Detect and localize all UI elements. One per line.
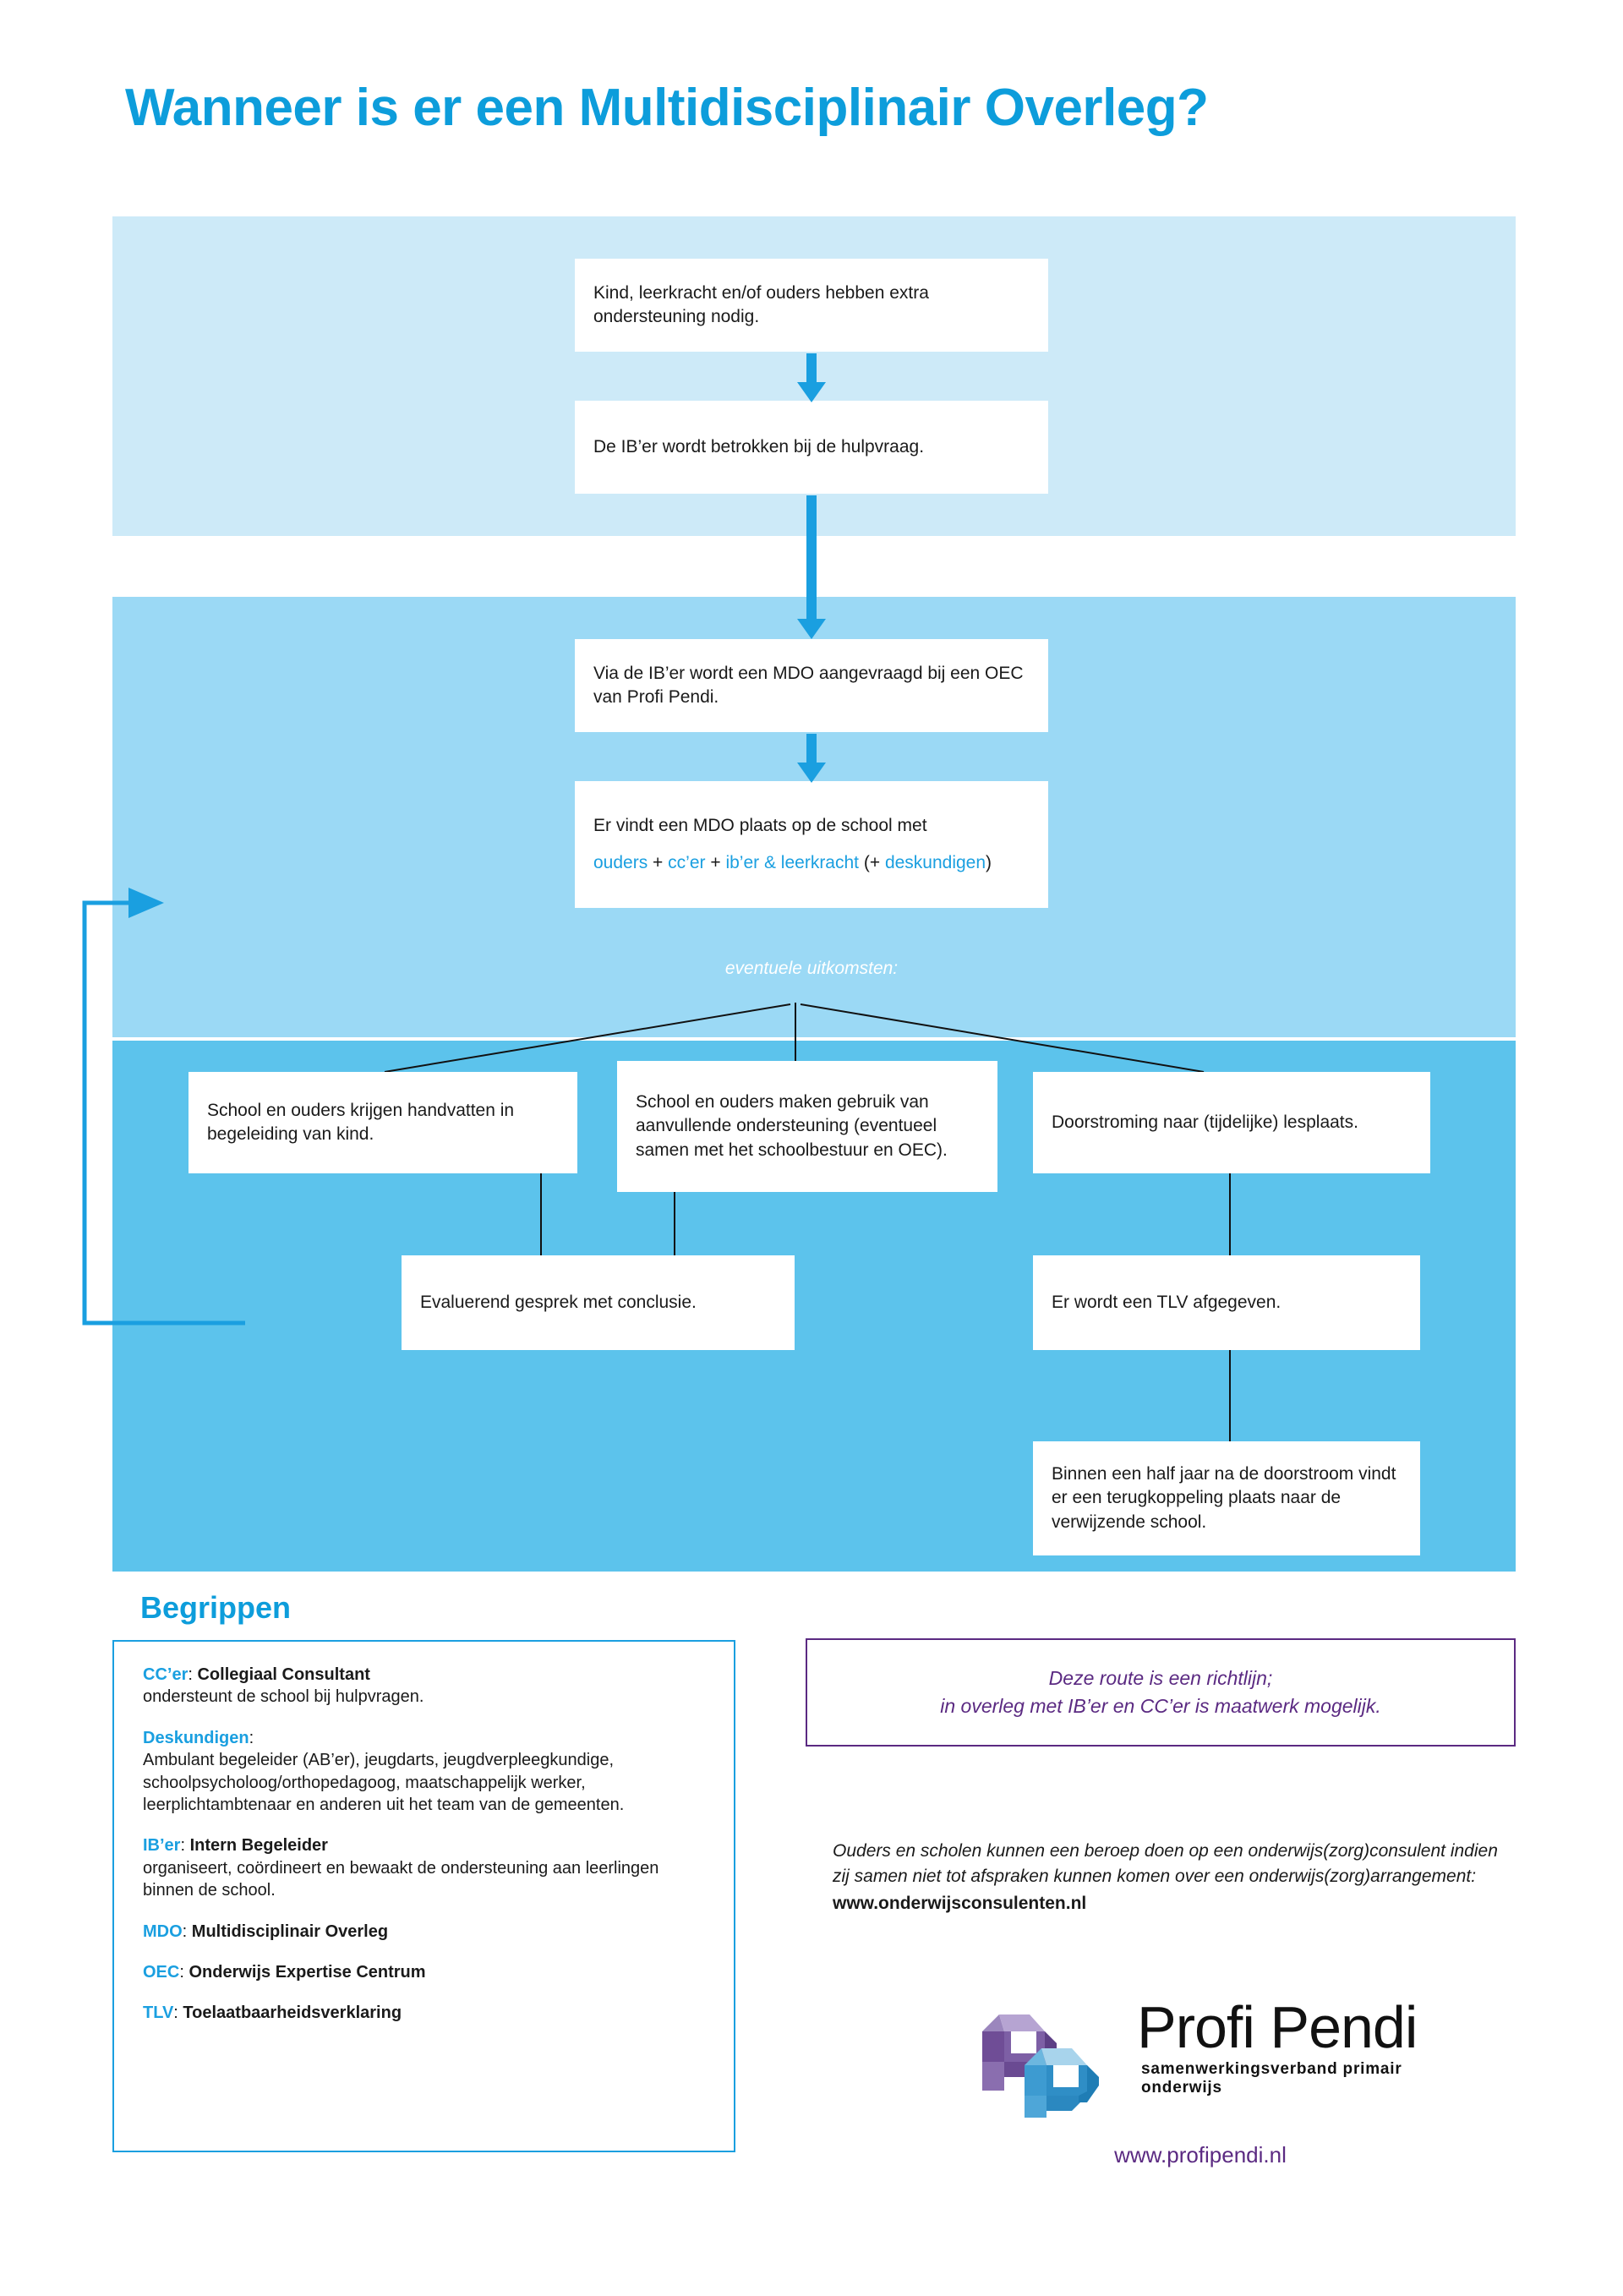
- glossary-term: Deskundigen: Ambulant begeleider (AB’er),…: [143, 1727, 708, 1817]
- glossary-term-abbr: OEC: [143, 1962, 180, 1982]
- glossary-term-definition: Collegiaal Consultant: [192, 1665, 370, 1684]
- profipendi-website-link[interactable]: www.profipendi.nl: [1114, 2142, 1287, 2168]
- glossary-term-description: ondersteunt de school bij hulpvragen.: [143, 1687, 424, 1707]
- arrow-down-icon-3: [797, 734, 826, 783]
- flow-step2-text: De IB’er wordt betrokken bij de hulpvraa…: [593, 436, 925, 456]
- glossary-box: CC’er: Collegiaal Consultant ondersteunt …: [112, 1640, 735, 2152]
- logo-wordmark: Profi Pendi: [1137, 1994, 1418, 2060]
- mdo-participant-seg-6: deskundigen: [884, 853, 986, 872]
- glossary-term-colon: :: [182, 1922, 188, 1941]
- flow-step1-text: Kind, leerkracht en/of ouders hebben ext…: [593, 282, 929, 326]
- mdo-participants: ouders + cc’er + ib’er & leerkracht (+ d…: [593, 851, 1030, 875]
- glossary-list: CC’er: Collegiaal Consultant ondersteunt …: [143, 1664, 708, 2025]
- outcome-box-1: School en ouders krijgen handvatten in b…: [189, 1072, 577, 1173]
- glossary-term-colon: :: [179, 1962, 184, 1982]
- mdo-participant-seg-0: ouders: [593, 853, 648, 872]
- glossary-term-description: organiseert, coördineert en bewaakt de o…: [143, 1858, 659, 1900]
- glossary-term-definition: Intern Begeleider: [185, 1836, 328, 1856]
- glossary-term: OEC: Onderwijs Expertise Centrum: [143, 1961, 708, 1983]
- outcome-box-6: Binnen een half jaar na de doorstroom vi…: [1033, 1441, 1420, 1555]
- consultant-url[interactable]: www.onderwijsconsulenten.nl: [833, 1893, 1087, 1913]
- glossary-term: TLV: Toelaatbaarheidsverklaring: [143, 2002, 708, 2024]
- logo-purple-mark: [982, 2014, 1057, 2091]
- outcome-4-text: Evaluerend gesprek met conclusie.: [420, 1292, 697, 1312]
- glossary-term-colon: :: [173, 2004, 178, 2023]
- guideline-note-line1: Deze route is een richtlijn;: [1048, 1666, 1273, 1689]
- glossary-term-colon: :: [180, 1836, 186, 1856]
- glossary-term-abbr: MDO: [143, 1922, 183, 1941]
- logo-tagline: samenwerkingsverband primair onderwijs: [1141, 2060, 1402, 2096]
- guideline-note-line2: in overleg met IB’er en CC’er is maatwer…: [940, 1695, 1381, 1717]
- flow-step3-text: Via de IB’er wordt een MDO aangevraagd b…: [593, 663, 1024, 707]
- outcome-2-text: School en ouders maken gebruik van aanvu…: [636, 1091, 948, 1160]
- consultant-paragraph: Ouders en scholen kunnen een beroep doen…: [833, 1839, 1509, 1916]
- glossary-term-description: Ambulant begeleider (AB’er), jeugdarts, …: [143, 1751, 625, 1814]
- outcome-6-text: Binnen een half jaar na de doorstroom vi…: [1052, 1463, 1396, 1532]
- glossary-term-abbr: Deskundigen: [143, 1728, 249, 1747]
- mdo-participant-seg-1: +: [648, 853, 669, 872]
- glossary-term: CC’er: Collegiaal Consultant ondersteunt …: [143, 1664, 708, 1708]
- profi-pendi-mark-icon: [982, 2014, 1099, 2124]
- arrow-down-icon-2: [797, 495, 826, 639]
- flow-step4-text: Er vindt een MDO plaats op de school met: [593, 815, 927, 835]
- glossary-term-abbr: IB’er: [143, 1836, 181, 1856]
- mdo-participant-seg-4: ib’er & leerkracht: [725, 853, 859, 872]
- glossary-term-colon: :: [249, 1728, 254, 1747]
- arrow-down-icon-1: [797, 353, 826, 402]
- glossary-term-definition: Multidisciplinair Overleg: [187, 1922, 389, 1941]
- guideline-note-text: Deze route is een richtlijn; in overleg …: [940, 1665, 1381, 1721]
- outcome-box-4: Evaluerend gesprek met conclusie.: [402, 1255, 795, 1350]
- glossary-term: MDO: Multidisciplinair Overleg: [143, 1921, 708, 1943]
- mdo-participant-seg-2: cc’er: [668, 853, 706, 872]
- flow-box-step3: Via de IB’er wordt een MDO aangevraagd b…: [575, 639, 1048, 732]
- glossary-term-definition: Onderwijs Expertise Centrum: [183, 1962, 426, 1982]
- profi-pendi-logo: Profi Pendi samenwerkingsverband primair…: [964, 1991, 1437, 2124]
- mdo-participant-seg-3: +: [705, 853, 726, 872]
- outcome-1-text: School en ouders krijgen handvatten in b…: [207, 1100, 515, 1144]
- outcomes-label: eventuele uitkomsten:: [724, 959, 899, 978]
- glossary-term-colon: :: [188, 1665, 193, 1684]
- glossary-term-definition: Toelaatbaarheidsverklaring: [178, 2004, 402, 2023]
- page-title: Wanneer is er een Multidisciplinair Over…: [125, 79, 1209, 137]
- consultant-text: Ouders en scholen kunnen een beroep doen…: [833, 1841, 1498, 1886]
- outcome-box-2: School en ouders maken gebruik van aanvu…: [617, 1061, 997, 1192]
- mdo-participant-seg-5: (+: [859, 853, 885, 872]
- logo-blue-mark: [1025, 2048, 1099, 2124]
- flow-box-step1: Kind, leerkracht en/of ouders hebben ext…: [575, 259, 1048, 352]
- glossary-term-abbr: CC’er: [143, 1665, 189, 1684]
- outcome-3-text: Doorstroming naar (tijdelijke) lesplaats…: [1052, 1112, 1358, 1132]
- outcome-5-text: Er wordt een TLV afgegeven.: [1052, 1292, 1281, 1312]
- flow-box-step4: Er vindt een MDO plaats op de school met…: [575, 781, 1048, 908]
- outcome-box-5: Er wordt een TLV afgegeven.: [1033, 1255, 1420, 1350]
- outcome-box-3: Doorstroming naar (tijdelijke) lesplaats…: [1033, 1072, 1430, 1173]
- glossary-heading: Begrippen: [140, 1590, 292, 1625]
- flow-box-step2: De IB’er wordt betrokken bij de hulpvraa…: [575, 401, 1048, 494]
- glossary-term-abbr: TLV: [143, 2004, 174, 2023]
- mdo-participant-seg-7: ): [986, 853, 992, 872]
- guideline-note-box: Deze route is een richtlijn; in overleg …: [806, 1638, 1516, 1747]
